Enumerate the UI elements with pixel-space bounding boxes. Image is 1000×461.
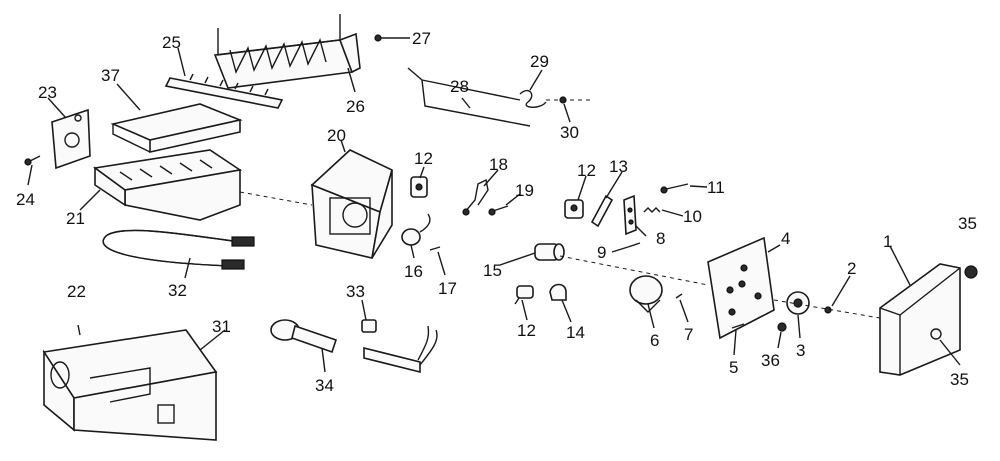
callout-25: 25: [162, 33, 181, 52]
screw-part-9: [627, 242, 641, 248]
callout-14: 14: [566, 323, 585, 342]
callout-35b: 35: [950, 370, 969, 389]
lever-part-18: [462, 178, 489, 216]
screw-part-19: [488, 205, 509, 216]
water-valve-part-34: [270, 319, 338, 354]
bracket-part-8: [623, 194, 637, 236]
callout-24: 24: [16, 190, 35, 209]
callout-35a: 35: [958, 214, 977, 233]
clip-part-30: [546, 96, 590, 104]
callout-31: 31: [212, 317, 231, 336]
heater-bar-part-25: [164, 73, 284, 109]
wire-clip-part-33: [361, 319, 377, 333]
bulb-part-15: [534, 243, 565, 261]
callout-23: 23: [38, 83, 57, 102]
callout-36: 36: [761, 351, 780, 370]
wiring-harness: [363, 325, 438, 374]
callout-labels: 1 2 3 4 5 6 7 8 9 10 11 12 12 12 13 14 1…: [16, 29, 977, 395]
callout-16: 16: [404, 262, 423, 281]
callout-27: 27: [412, 29, 431, 48]
callout-30: 30: [560, 123, 579, 142]
callout-21: 21: [66, 209, 85, 228]
callout-12b: 12: [577, 161, 596, 180]
clip-part-14: [549, 283, 567, 301]
callout-18: 18: [489, 155, 508, 174]
callout-7: 7: [684, 325, 693, 344]
thermostat-part-12b: [564, 199, 584, 219]
link-part-13: [590, 194, 614, 228]
callout-2: 2: [847, 259, 856, 278]
callout-3: 3: [796, 341, 805, 360]
callout-9: 9: [597, 243, 606, 262]
callout-12c: 12: [517, 321, 536, 340]
callout-10: 10: [683, 207, 702, 226]
mold-housing-part-20: [310, 149, 393, 259]
callout-11: 11: [707, 178, 725, 197]
shut-off-arm-part-28: [407, 67, 531, 127]
front-cover-part-1: [879, 263, 961, 376]
callout-32: 32: [168, 281, 187, 300]
motor-part-6: [629, 275, 663, 313]
ice-rack-part-26: [213, 14, 361, 89]
heater-element-part-32: [102, 229, 255, 270]
callout-8: 8: [656, 229, 665, 248]
switch-part-16: [401, 213, 431, 246]
plug-part-35a: [964, 265, 978, 279]
callout-5: 5: [729, 358, 738, 377]
callout-12a: 12: [414, 149, 433, 168]
callout-17: 17: [438, 279, 457, 298]
screw-part-22: [77, 324, 81, 336]
spring-part-10: [643, 207, 661, 213]
mounting-plate-part-4: [707, 236, 775, 340]
front-panel-part-31: [42, 329, 218, 441]
mounting-bracket-part-23: [51, 108, 91, 170]
callout-34: 34: [315, 376, 334, 395]
callout-22: 22: [67, 282, 86, 301]
screw-part-11: [660, 183, 689, 194]
callout-26: 26: [346, 97, 365, 116]
screw-part-7: [675, 293, 683, 299]
callout-37: 37: [101, 66, 120, 85]
callout-15: 15: [483, 261, 502, 280]
screw-part-27: [374, 34, 410, 42]
nut-part-36: [777, 322, 787, 332]
screw-part-17: [429, 246, 441, 251]
callout-29: 29: [530, 52, 549, 71]
callout-28: 28: [450, 77, 469, 96]
spring-part-29: [519, 89, 547, 108]
callout-6: 6: [650, 331, 659, 350]
gear-part-3: [786, 291, 810, 315]
callout-33: 33: [346, 282, 365, 301]
thermostat-part-12a: [410, 176, 428, 198]
screw-part-24: [24, 155, 41, 166]
leader-lines: [27, 47, 961, 373]
thermostat-part-12c: [514, 285, 534, 305]
callout-4: 4: [781, 229, 790, 248]
callout-19: 19: [515, 181, 534, 200]
ice-mold-part-21: [92, 149, 243, 221]
callout-13: 13: [609, 157, 628, 176]
cover-plate-part-37: [110, 103, 243, 153]
screw-part-5: [731, 323, 745, 329]
callout-20: 20: [327, 126, 346, 145]
callout-1: 1: [883, 232, 892, 251]
